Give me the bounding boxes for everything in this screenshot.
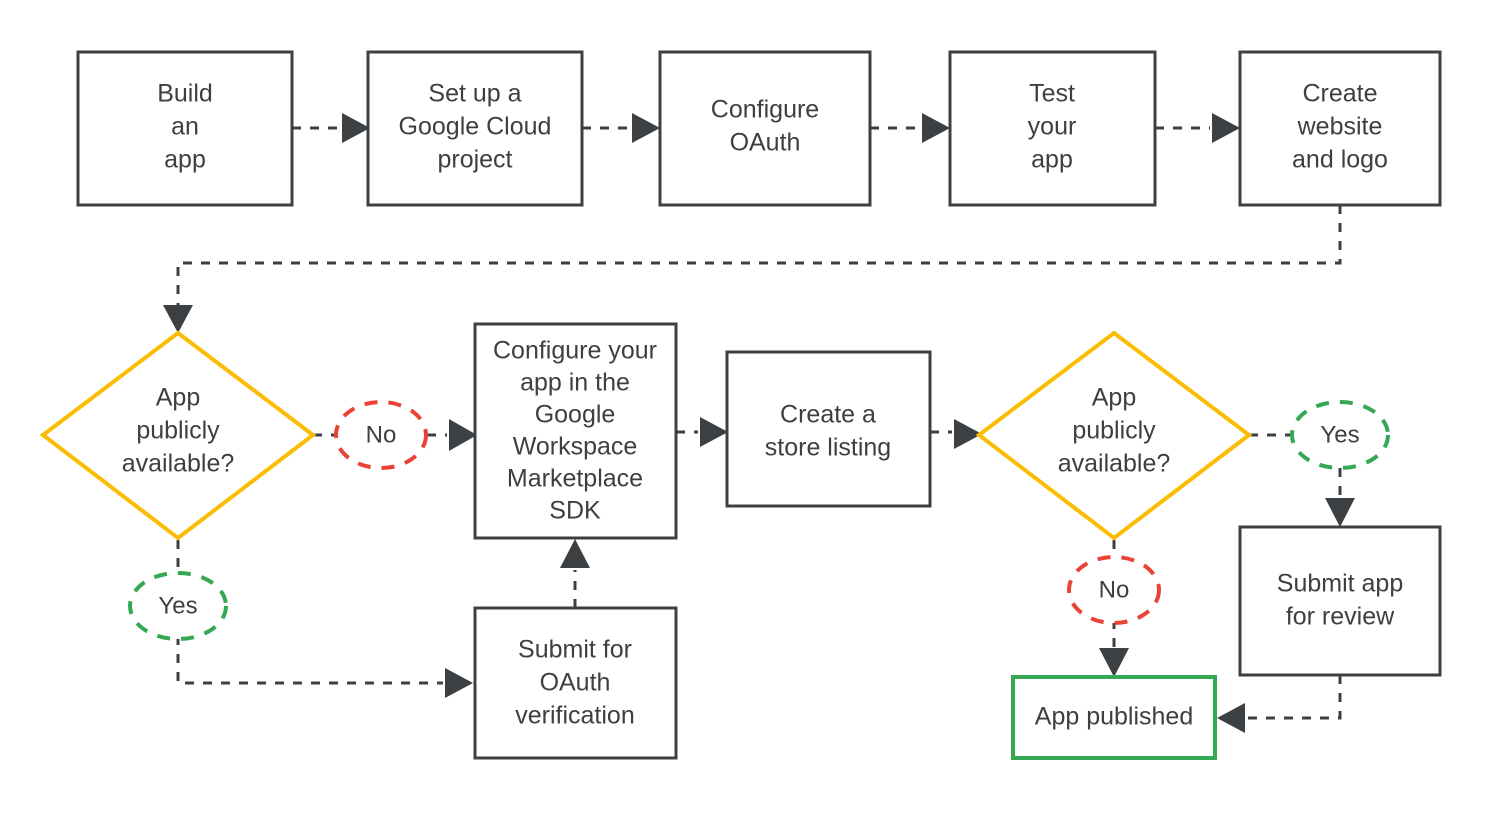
node-app-published-label: App published <box>1035 703 1193 731</box>
edge-label-right-yes-text: Yes <box>1320 421 1359 448</box>
decision-right-line-2: available? <box>1058 450 1171 478</box>
node-test-line-0: Test <box>1029 80 1075 108</box>
node-decision-app-publicly-available-right[interactable]: App publicly available? <box>975 330 1253 541</box>
node-build-an-app[interactable]: Build an app <box>76 50 294 207</box>
node-oauth-verification-line-1: OAuth <box>540 669 611 697</box>
decision-right-line-1: publicly <box>1072 417 1156 445</box>
edge-label-left-no: No <box>334 400 428 470</box>
edge-oauth-verification-to-sdk <box>560 539 590 608</box>
node-sdk-line-3: Workspace <box>513 433 638 461</box>
node-oauth-verification-line-0: Submit for <box>518 636 632 664</box>
node-sdk-line-4: Marketplace <box>507 465 643 493</box>
connector-layer <box>163 113 1355 733</box>
edge-setup-to-oauth <box>582 113 660 143</box>
node-create-website-and-logo[interactable]: Create website and logo <box>1238 50 1442 207</box>
node-submit-app-for-review[interactable]: Submit app for review <box>1238 525 1442 677</box>
edge-build-to-setup <box>292 113 370 143</box>
node-sdk-line-5: SDK <box>549 497 601 525</box>
edge-store-listing-to-decision-right <box>930 419 982 449</box>
edge-website-to-decision-left <box>163 205 1342 333</box>
node-test-line-1: your <box>1028 113 1077 141</box>
decision-left-line-1: publicly <box>136 417 220 445</box>
node-setup-line-1: Google Cloud <box>399 113 552 141</box>
decision-right-line-0: App <box>1092 384 1136 412</box>
decision-left-line-0: App <box>156 384 200 412</box>
node-setup-line-0: Set up a <box>428 80 521 108</box>
node-decision-app-publicly-available-left[interactable]: App publicly available? <box>39 330 317 541</box>
decision-left-line-2: available? <box>122 450 235 478</box>
node-configure-oauth-line-1: OAuth <box>730 129 801 157</box>
node-configure-oauth[interactable]: Configure OAuth <box>658 50 872 207</box>
node-oauth-verification-line-2: verification <box>515 702 635 730</box>
edge-label-left-yes-text: Yes <box>158 592 197 619</box>
node-test-line-2: app <box>1031 146 1073 174</box>
node-sdk-line-1: app in the <box>520 369 630 397</box>
edge-decision-right-yes <box>1249 433 1355 527</box>
edge-label-left-yes: Yes <box>128 571 228 641</box>
edge-decision-right-no <box>1099 540 1129 677</box>
node-sdk-line-0: Configure your <box>493 337 657 365</box>
edge-decision-left-no <box>313 419 477 451</box>
node-sdk-line-2: Google <box>535 401 616 429</box>
node-configure-oauth-line-0: Configure <box>711 96 819 124</box>
node-test-your-app[interactable]: Test your app <box>948 50 1157 207</box>
edge-label-right-yes: Yes <box>1290 400 1390 470</box>
node-set-up-google-cloud-project[interactable]: Set up a Google Cloud project <box>366 50 584 207</box>
node-build-an-app-line-0: Build <box>157 80 213 108</box>
node-website-line-2: and logo <box>1292 146 1388 174</box>
node-build-an-app-line-2: app <box>164 146 206 174</box>
node-review-line-1: for review <box>1286 603 1395 631</box>
node-store-listing-line-1: store listing <box>765 434 891 462</box>
edge-label-left-no-text: No <box>366 421 397 448</box>
node-configure-app-in-marketplace-sdk[interactable]: Configure your app in the Google Workspa… <box>473 322 678 540</box>
edge-sdk-to-store-listing <box>676 417 728 447</box>
edge-test-to-website <box>1155 113 1240 143</box>
node-website-line-1: website <box>1297 113 1383 141</box>
node-app-published[interactable]: App published <box>1011 675 1217 760</box>
node-submit-for-oauth-verification[interactable]: Submit for OAuth verification <box>473 606 678 760</box>
node-website-line-0: Create <box>1302 80 1377 108</box>
edge-decision-left-yes <box>176 540 473 698</box>
edge-oauth-to-test <box>870 113 950 143</box>
edge-label-right-no-text: No <box>1099 576 1130 603</box>
edge-review-to-app-published <box>1217 675 1342 733</box>
node-store-listing-line-0: Create a <box>780 401 876 429</box>
node-setup-line-2: project <box>437 146 512 174</box>
node-build-an-app-line-1: an <box>171 113 199 141</box>
node-review-line-0: Submit app <box>1277 570 1403 598</box>
edge-label-right-no: No <box>1067 555 1161 625</box>
node-create-a-store-listing[interactable]: Create a store listing <box>725 350 932 508</box>
